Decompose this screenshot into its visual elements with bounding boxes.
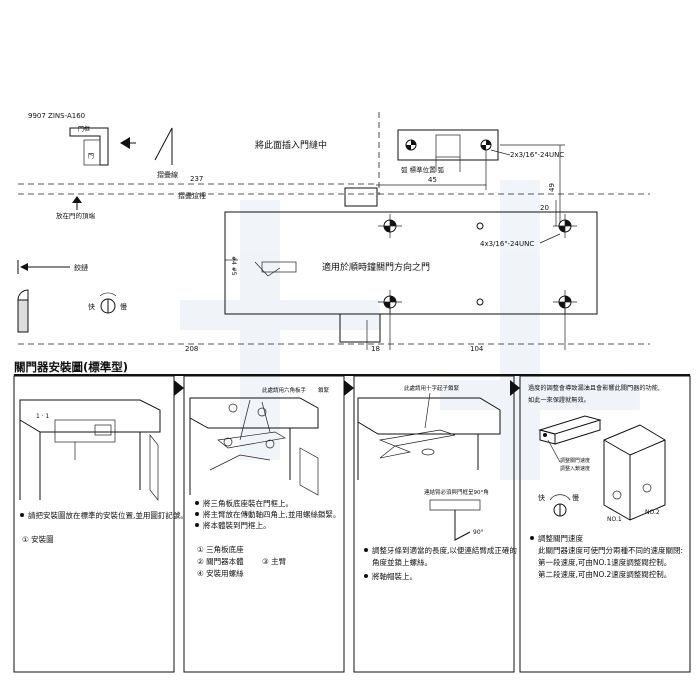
fast-label: 快: [88, 302, 95, 311]
panel2-legend-4: ④ 安裝用螺絲: [197, 568, 244, 578]
panel3-bullet-2: 將軸帽裝上。: [372, 571, 417, 581]
dim-20: 20: [540, 204, 549, 212]
speed-valve-icon: [99, 292, 117, 314]
panel4-bullet-2: 此關門器速度可使門分兩種不同的速度關閉:: [538, 545, 683, 555]
no1-label: NO.1: [607, 516, 622, 523]
panel2-legend-1: ① 三角板底座: [197, 544, 244, 554]
hinge-label: 鉸鏈: [74, 263, 88, 272]
dim-208: 208: [185, 345, 198, 353]
step-arrow-icon-3: [510, 380, 520, 396]
panel4-fast: 快: [538, 493, 545, 502]
frame-sketch: 門框 門: [69, 125, 109, 166]
panel2-legend-3: ③ 主臂: [262, 556, 287, 566]
panel4-bullet-1: 調整關門速度: [538, 533, 583, 543]
watermark: [180, 180, 640, 480]
dim-49: 49: [548, 183, 556, 192]
panel4-bullet-3: 第一段速度,可由NO.1速度調整閥控制。: [538, 557, 671, 567]
hinge-arrow-icon: [20, 263, 28, 271]
fold-line-label: 摺疊線: [157, 170, 178, 179]
panel4-slow: 慢: [572, 493, 579, 502]
panel2-illustration: 此處請用六角板手 鎖緊: [189, 386, 330, 496]
panel1-text: 請把安裝圖放在標準的安裝位置,並用圖釘記號。 ① 安裝圖: [20, 510, 188, 544]
svg-text:1 · 1: 1 · 1: [36, 413, 50, 420]
panel4-text: 調整關門速度 此關門器速度可使門分兩種不同的速度關閉: 第一段速度,可由NO.1…: [530, 533, 683, 579]
body-caption: 適用於順時鐘關門方向之門: [322, 261, 430, 273]
panel3-angle: 90°: [473, 529, 484, 536]
panel3-text: 調整牙條到適當的長度,以便連結臂成正確的 角度並鎖上螺絲。 將軸帽裝上。: [364, 545, 517, 581]
panel-frames: [13, 375, 691, 673]
panel4-callout-1: 過度的調整會導致漏油且會影響此關門器的功能,: [528, 384, 660, 392]
panel2-callout2: 鎖緊: [318, 386, 330, 394]
panel4-callout-2: 如此一來保證就無效。: [528, 396, 590, 404]
panel3-bullet-1b: 角度並鎖上螺絲。: [372, 557, 432, 567]
screw-spec-top: 2x3/16"-24UNC: [510, 151, 564, 159]
panel2-callout: 此處請用六角板手: [262, 386, 307, 394]
arm-position-label: 弧 標準位置 弧: [401, 165, 445, 174]
panel4-bullet-4: 第二段速度,可由NO.2速度調整閥控制。: [538, 569, 671, 579]
step-arrow-icon-2: [344, 380, 354, 396]
speed-label-2: 調整入鎖速度: [560, 465, 590, 472]
speed-label-1: 調整關門速度: [560, 457, 590, 464]
frame-label-a: 門框: [78, 125, 90, 133]
no2-label: NO.2: [645, 509, 660, 516]
frame-label-b: 門: [88, 153, 94, 160]
section-title: 關門器安裝圖(標準型): [14, 360, 128, 374]
dim-104: 104: [470, 345, 484, 353]
dim-18: 18: [371, 345, 380, 353]
door-top-edge-label: 放在門的頂端: [56, 211, 96, 220]
panel3-callout2: 連結臂必須與門框呈90°角: [424, 488, 489, 496]
panel2-bullet-1: 將三角板底座裝在門框上。: [203, 498, 293, 508]
closer-body-outline: [224, 187, 598, 343]
panel1-legend-1: ① 安裝圖: [22, 534, 54, 544]
fold-here-label: 摺疊這裡: [178, 191, 206, 200]
screw-spec-body: 4x3/16"-24UNC: [480, 240, 534, 248]
arrow-up-icon: [72, 196, 82, 203]
panel3-bullet-1a: 調整牙條到適當的長度,以便連結臂成正確的: [372, 545, 517, 555]
screw-targets: [378, 214, 577, 314]
panel2-text: 將三角板底座裝在門框上。 將主臂放在傳動軸四角上,並用螺絲鎖緊。 將本體裝到門框…: [195, 498, 340, 578]
arm-sketch: [254, 261, 297, 277]
panel1-bullet-1: 請把安裝圖放在標準的安裝位置,並用圖釘記號。: [28, 510, 188, 520]
body-screw-leader: [539, 233, 561, 244]
fold-sketch: 摺疊線: [154, 127, 178, 179]
panel1-illustration: 1 · 1: [19, 399, 161, 501]
slow-label: 慢: [120, 302, 127, 311]
panel3-callout: 此處請用十字起子鎖緊: [404, 384, 460, 392]
side-code: #4 #5: [230, 256, 237, 276]
insert-gap-text: 將此面插入門縫中: [255, 139, 327, 151]
model-code: 9907 ZINS-A160: [28, 112, 85, 120]
arrow-head-icon: [120, 137, 130, 149]
step-arrow-icon-1: [174, 380, 184, 396]
panel2-bullet-2: 將主臂放在傳動軸四角上,並用螺絲鎖緊。: [203, 509, 340, 519]
panel3-illustration: 此處請用十字起子鎖緊 連結臂必須與門框呈90°角 90°: [357, 384, 501, 541]
panel2-legend-2: ② 關門器本體: [197, 556, 244, 566]
dim-45: 45: [428, 176, 437, 184]
panel2-bullet-3: 將本體裝到門框上。: [203, 520, 271, 530]
panel4-illustration: 過度的調整會導致漏油且會影響此關門器的功能, 如此一來保證就無效。 調整關門速度…: [528, 384, 666, 523]
dim-237: 237: [190, 175, 203, 183]
